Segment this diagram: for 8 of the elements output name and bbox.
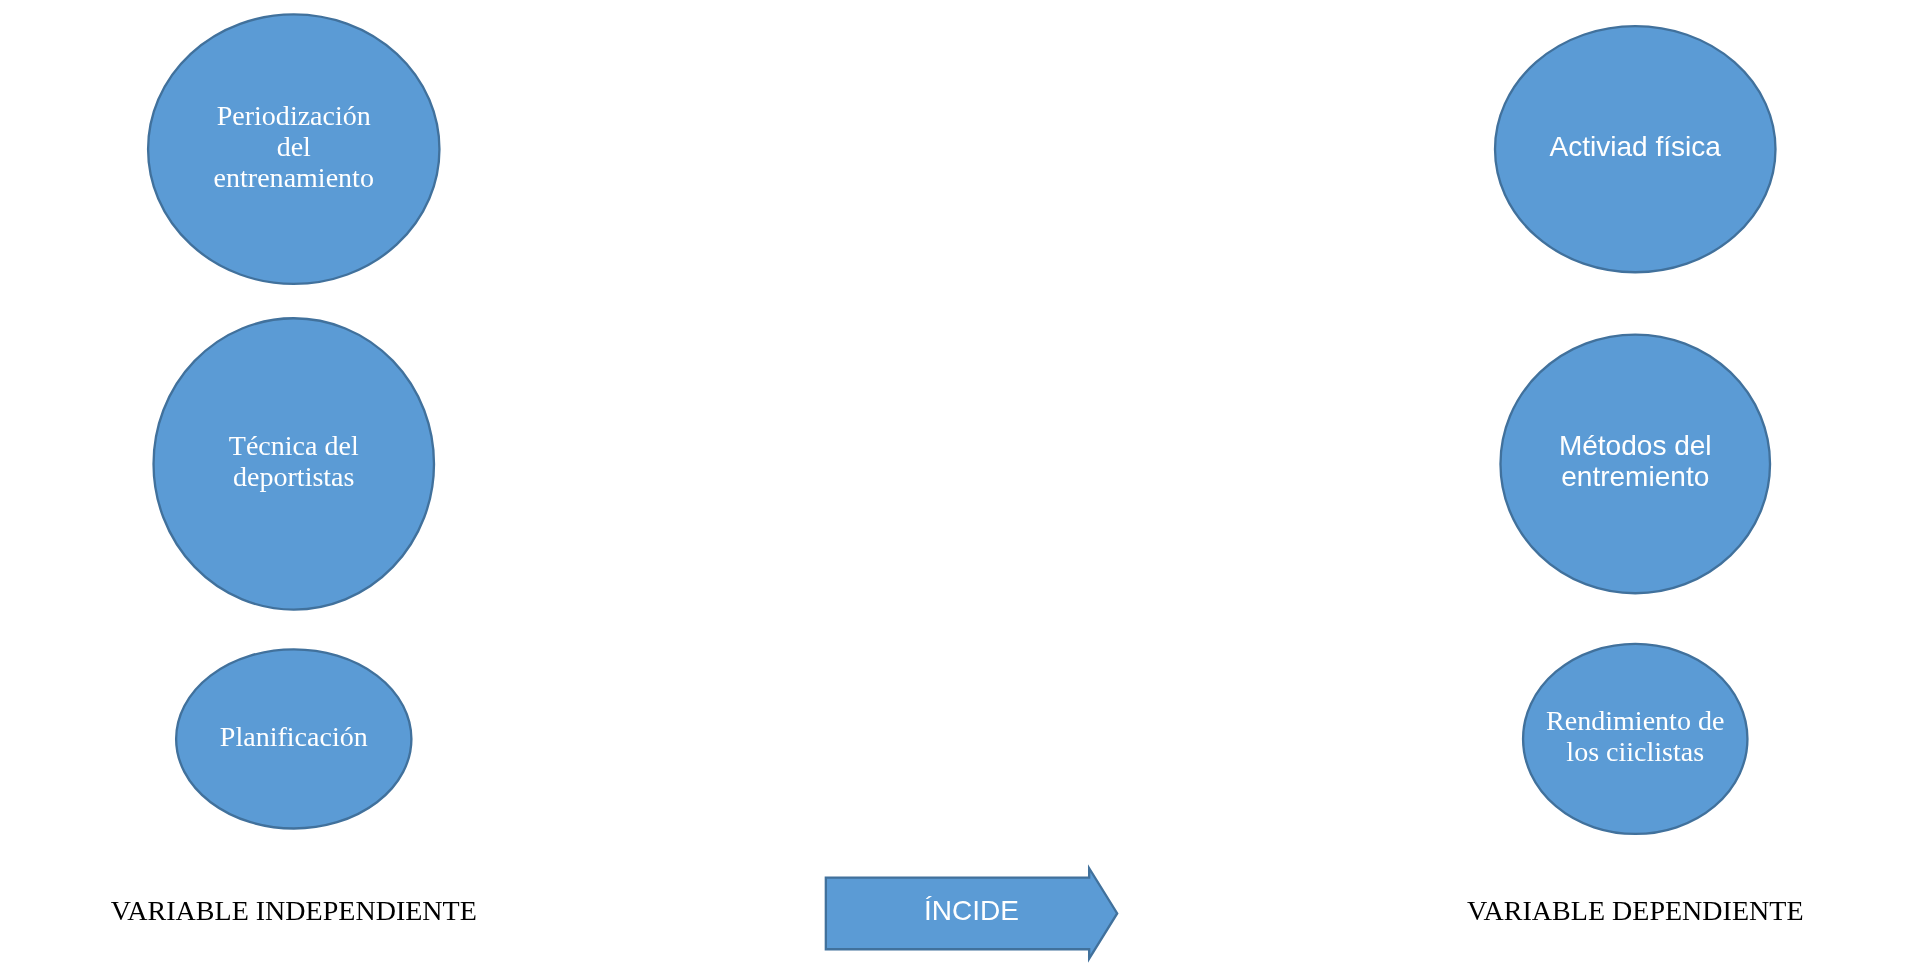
node-circle: Técnica del deportistas (151, 317, 435, 611)
label: VARIABLE DEPENDIENTE (1466, 895, 1804, 927)
label: VARIABLE INDEPENDIENTE (110, 895, 477, 927)
node-ellipse: Activiad física (1493, 24, 1777, 274)
node-circle: Periodización del entrenamiento (146, 13, 441, 286)
node-ellipse: Planificación (174, 648, 413, 830)
node-ellipse: Rendimiento de los ciiclistas (1521, 642, 1749, 836)
node-circle: Métodos del entremiento (1498, 333, 1771, 595)
